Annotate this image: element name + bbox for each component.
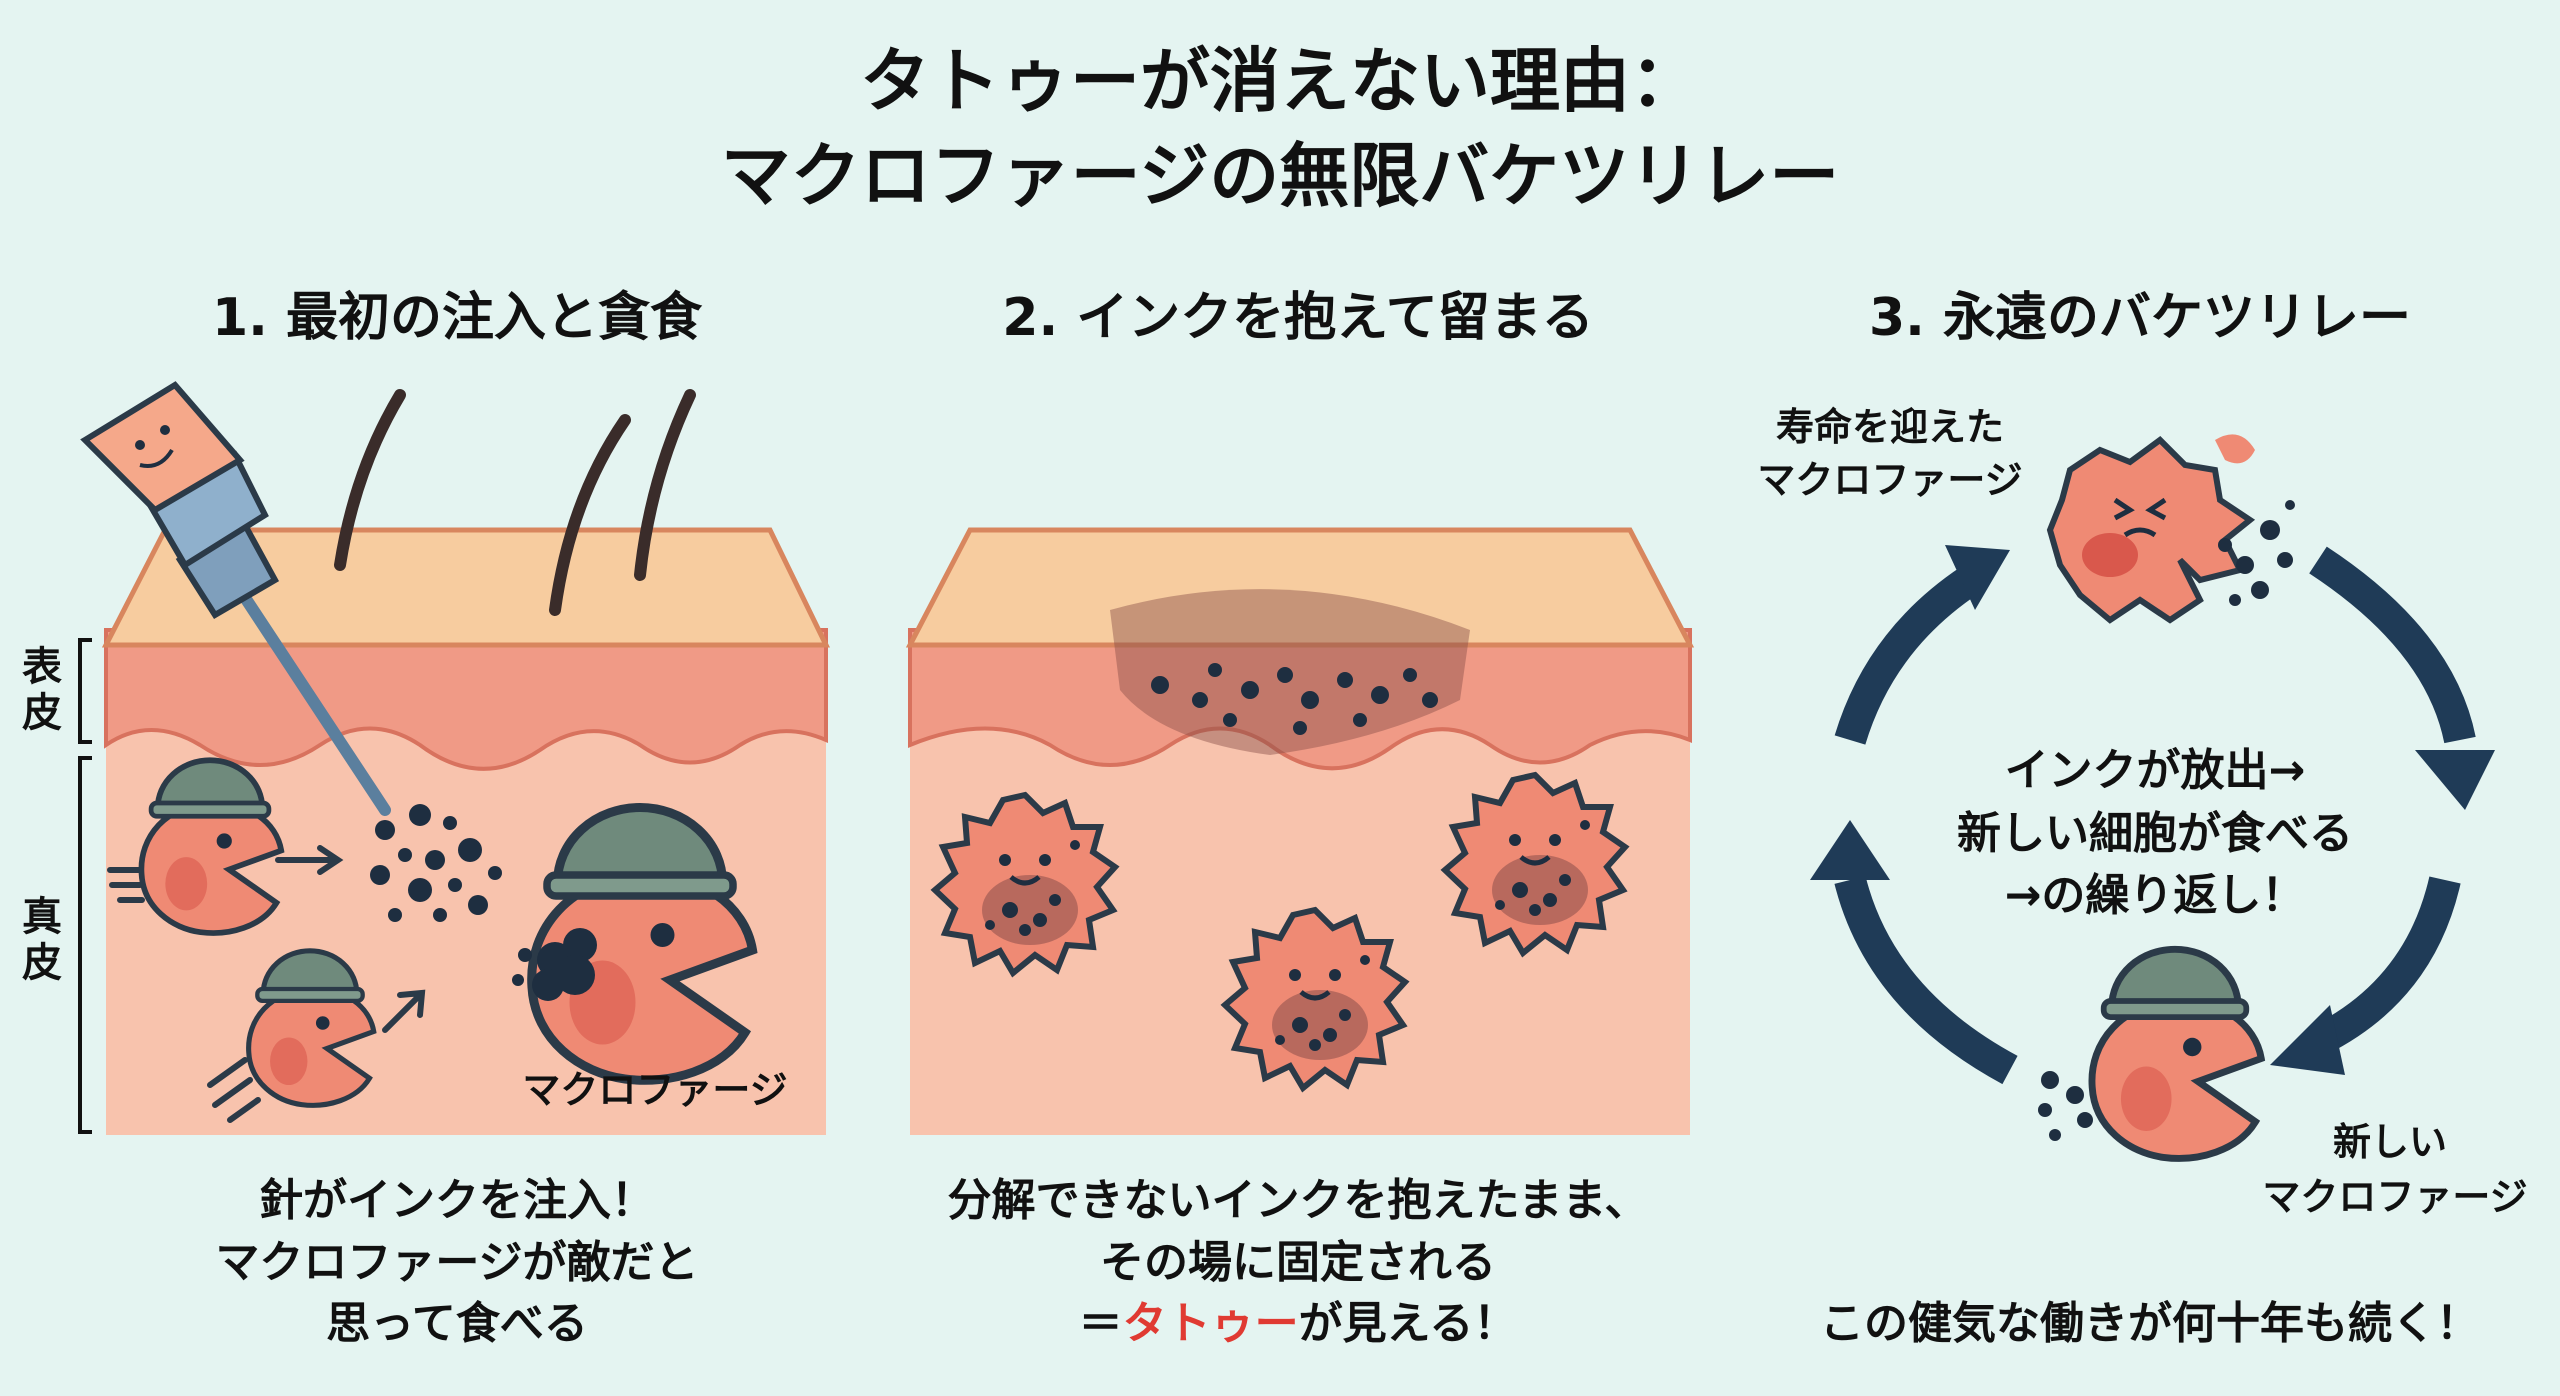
dermis-bracket bbox=[78, 756, 92, 1134]
panel2-caption-line2: その場に固定される bbox=[1100, 1237, 1496, 1288]
new-macrophage-label-1: 新しい bbox=[2333, 1120, 2447, 1164]
hair bbox=[334, 389, 406, 571]
title-line2: マクロファージの無限バケツリレー bbox=[721, 135, 1840, 217]
panel2-skin-diagram bbox=[905, 527, 1695, 1135]
old-macrophage-label-1: 寿命を迎えた bbox=[1776, 405, 2004, 449]
panel3-footer: この健気な働きが何十年も続く！ bbox=[1820, 1298, 2480, 1349]
epidermis-layer bbox=[104, 628, 828, 771]
cycle-arrow bbox=[2309, 546, 2476, 744]
dying-macrophage-icon bbox=[2046, 434, 2295, 624]
new-macrophage-label-2: マクロファージ bbox=[2262, 1175, 2527, 1219]
panel1-caption-line2: マクロファージが敵だと bbox=[215, 1237, 698, 1288]
panel1-heading: 1. 最初の注入と貪食 bbox=[212, 288, 703, 348]
motion-arrows bbox=[107, 845, 426, 1123]
cycle-text-line1: インクが放出→ bbox=[2005, 745, 2306, 796]
epidermis-bracket bbox=[78, 638, 92, 744]
title-line1: タトゥーが消えない理由： bbox=[860, 40, 1700, 122]
cycle-arrow bbox=[1834, 566, 1979, 745]
cycle-arrow bbox=[2312, 876, 2461, 1055]
panel1-caption-line1: 針がインクを注入！ bbox=[259, 1175, 655, 1226]
macrophage-label: マクロファージ bbox=[522, 1068, 787, 1112]
released-ink bbox=[2038, 1071, 2093, 1141]
relay-cycle bbox=[1834, 546, 2476, 1085]
panel1-caption-line3: 思って食べる bbox=[326, 1298, 588, 1349]
cycle-arrow bbox=[1834, 875, 2018, 1085]
panel2-heading: 2. インクを抱えて留まる bbox=[1002, 288, 1593, 348]
dermis-label: 真皮 bbox=[22, 894, 62, 986]
panel2-caption-line3: ＝タトゥーが見える！ bbox=[1079, 1298, 1518, 1349]
arrowheads bbox=[1810, 545, 2495, 1075]
hair bbox=[549, 414, 631, 616]
panel1-skin-diagram: マクロファージ 表皮 真皮 bbox=[22, 381, 830, 1135]
eaten-ink-cluster bbox=[512, 928, 597, 1001]
ink-particles bbox=[1151, 663, 1438, 735]
panel2-caption-line1: 分解できないインクを抱えたまま、 bbox=[948, 1175, 1649, 1226]
cycle-text-line3: →の繰り返し！ bbox=[2005, 870, 2306, 921]
cycle-text-line2: 新しい細胞が食べる bbox=[1957, 808, 2353, 859]
tattoo-needle bbox=[80, 381, 391, 816]
epidermis-label-1: 表皮 bbox=[22, 644, 62, 736]
hair bbox=[634, 389, 696, 581]
old-macrophage-label-2: マクロファージ bbox=[1757, 458, 2022, 502]
tattoo-highlight: タトゥー bbox=[1123, 1298, 1299, 1349]
new-macrophage-icon bbox=[2092, 949, 2261, 1158]
ink-particles bbox=[370, 804, 502, 922]
panel3-heading: 3. 永遠のバケツリレー bbox=[1869, 288, 2411, 348]
